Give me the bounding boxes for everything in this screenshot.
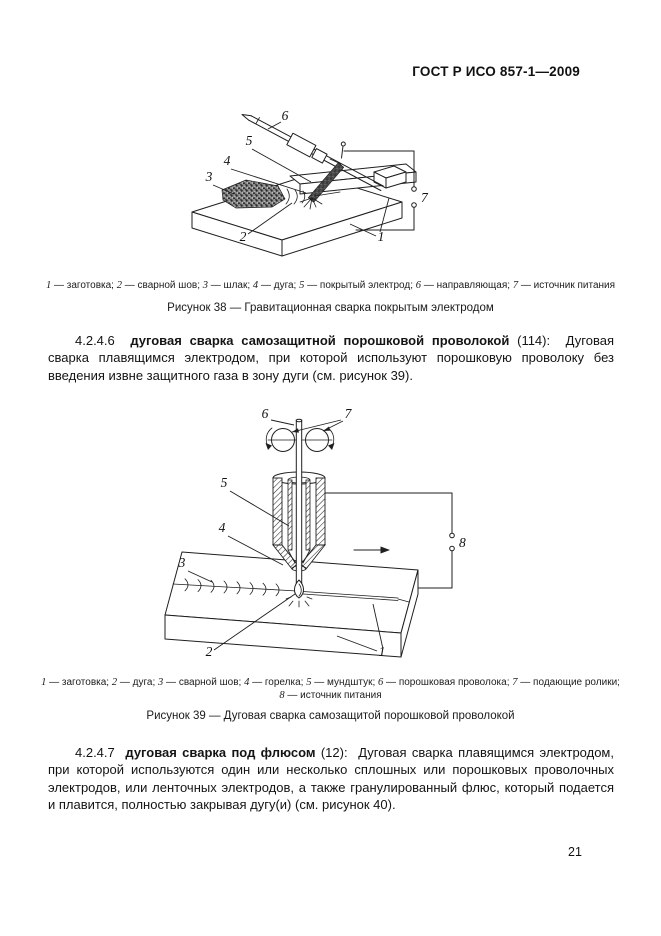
- legend-item: 6 — направляющая;: [415, 280, 513, 291]
- fig39-label-rollers: 7: [345, 406, 353, 421]
- legend-item: 7 — подающие ролики;: [512, 677, 620, 688]
- fig39-label-torch: 4: [219, 520, 226, 535]
- legend-item: 8 — источник питания: [279, 689, 382, 701]
- legend-item: 1 — заготовка;: [41, 677, 112, 688]
- fig38-power-circuit: [343, 150, 417, 231]
- fig39-arc: [285, 579, 313, 608]
- legend-item: 2 — дуга;: [111, 677, 159, 688]
- fig39-power-circuit: [324, 492, 455, 589]
- figure-38-drawing: 6 5 4 3 2 1 7: [191, 108, 429, 257]
- fig38-label-electrode: 5: [246, 133, 253, 148]
- fig39-label-weld-seam: 3: [178, 555, 186, 570]
- legend-item: 4 — горелка;: [244, 677, 307, 688]
- term: дуговая сварка самозащитной порошковой п…: [130, 333, 510, 348]
- fig38-guide-rail-support: [289, 163, 417, 195]
- fig38-label-slag: 3: [205, 169, 213, 184]
- legend-item: 5 — мундштук;: [306, 677, 379, 688]
- fig39-flux-cored-wire: [295, 418, 303, 589]
- legend-item: 4 — дуга;: [252, 280, 300, 291]
- legend-item: 3 — сварной шов;: [158, 677, 245, 688]
- fig38-weld-seam-and-arc: [285, 188, 341, 210]
- fig39-workpiece-plate: [164, 551, 419, 658]
- clause-number: 4.2.4.7: [75, 745, 115, 760]
- page-number: 21: [568, 845, 582, 859]
- figure-39-legend-line1: 1 — заготовка; 2 — дуга; 3 — сварной шов…: [0, 677, 661, 690]
- fig39-travel-direction-arrow: [353, 546, 390, 554]
- figure-38-legend: 1 — заготовка; 2 — сварной шов; 3 — шлак…: [0, 280, 661, 291]
- figure-39-legend: 1 — заготовка; 2 — дуга; 3 — сварной шов…: [0, 677, 661, 702]
- clause-number: 4.2.4.6: [75, 333, 115, 348]
- fig39-callouts: 6 7 5 4 3 2 1 8: [178, 406, 466, 659]
- section-4-2-4-7: 4.2.4.7 дуговая сварка под флюсом (12): …: [48, 744, 614, 813]
- figure-39-drawing: 6 7 5 4 3 2 1 8: [164, 406, 466, 659]
- fig39-feed-rollers: [265, 427, 335, 452]
- figure-39-caption: Рисунок 39 — Дуговая сварка самозащитой …: [146, 710, 515, 722]
- fig39-label-contact-tube: 5: [221, 475, 228, 490]
- fig38-workpiece-plate: [191, 173, 403, 257]
- legend-item: 6 — порошковая проволока;: [378, 677, 513, 688]
- fig38-slag: [221, 179, 286, 209]
- fig38-label-power-source: 7: [421, 190, 429, 205]
- fig38-label-guide: 6: [282, 108, 289, 123]
- figure-38-caption: Рисунок 38 — Гравитационная сварка покры…: [167, 302, 494, 314]
- fig39-label-workpiece: 1: [379, 644, 386, 659]
- fig38-label-workpiece: 1: [378, 229, 385, 244]
- document-code-header: ГОСТ Р ИСО 857-1—2009: [412, 64, 580, 79]
- legend-item: 1 — заготовка;: [45, 280, 117, 291]
- definition: Дуговая сварка плавящимся электродом, пр…: [48, 333, 614, 383]
- term: дуговая сварка под флюсом: [125, 745, 316, 760]
- fig38-covered-electrode: [307, 162, 345, 203]
- term-code: (12):: [320, 745, 348, 760]
- fig39-label-wire: 6: [262, 406, 269, 421]
- fig38-label-seam: 2: [240, 229, 247, 244]
- fig38-label-arc: 4: [224, 153, 231, 168]
- fig39-label-power-source: 8: [459, 535, 466, 550]
- legend-item: 7 — источник питания: [512, 280, 616, 291]
- fig38-guide-rod: [241, 114, 384, 191]
- legend-item: 3 — шлак;: [202, 280, 253, 291]
- fig39-label-arc: 2: [206, 644, 213, 659]
- fig39-weld-seam: [172, 578, 410, 603]
- legend-item: 5 — покрытый электрод;: [299, 280, 416, 291]
- definition: Дуговая сварка плавящимся электродом, пр…: [48, 745, 614, 812]
- legend-item: 2 — сварной шов;: [116, 280, 203, 291]
- figure-39-legend-line2: 8 — источник питания: [0, 690, 661, 703]
- fig38-callouts: 6 5 4 3 2 1 7: [205, 108, 429, 244]
- term-code: (114):: [517, 333, 551, 348]
- section-4-2-4-6: 4.2.4.6 дуговая сварка самозащитной поро…: [48, 332, 614, 384]
